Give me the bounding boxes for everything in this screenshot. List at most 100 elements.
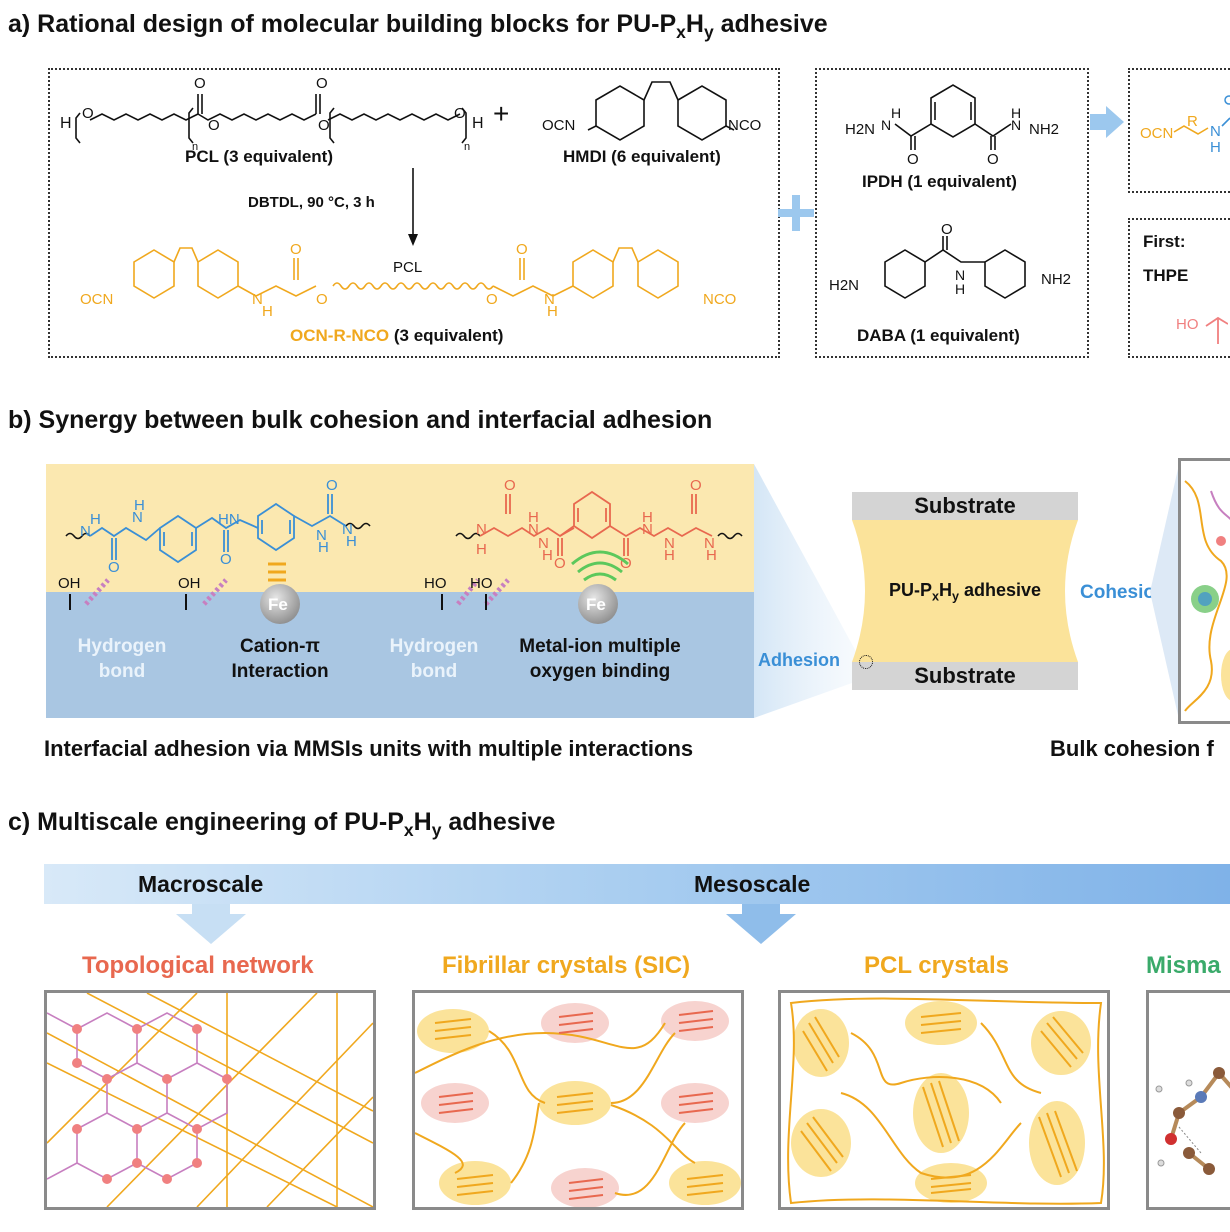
cohesion-zoom-wedge — [1150, 460, 1180, 724]
panel-c-title: c) Multiscale engineering of PU-PxHy adh… — [8, 808, 556, 840]
svg-text:OCN: OCN — [1140, 125, 1173, 142]
svg-text:O: O — [290, 241, 302, 258]
daba-label: DABA (1 equivalent) — [857, 326, 1020, 345]
svg-text:O: O — [316, 291, 328, 308]
svg-text:N: N — [80, 523, 91, 540]
svg-text:H: H — [472, 115, 484, 132]
interaction-structures: H N O N H O HN N H O N H N H O — [58, 477, 743, 624]
topological-network-box — [44, 990, 376, 1210]
svg-text:O: O — [486, 291, 498, 308]
svg-text:OH: OH — [58, 575, 81, 592]
svg-text:N: N — [881, 117, 891, 133]
svg-text:O: O — [516, 241, 528, 258]
svg-text:O: O — [454, 105, 466, 122]
svg-text:H: H — [547, 303, 558, 320]
svg-text:H: H — [528, 509, 539, 526]
panel-b-title: b) Synergy between bulk cohesion and int… — [8, 406, 713, 434]
adhesive-label: PU-PxHy adhesive — [888, 580, 1042, 604]
svg-text:H: H — [262, 303, 273, 320]
svg-text:O: O — [504, 477, 516, 494]
svg-text:Fe: Fe — [268, 595, 288, 614]
reaction-condition: DBTDL, 90 °C, 3 h — [248, 194, 375, 211]
mesoscale-label: Mesoscale — [694, 871, 811, 897]
svg-text:N: N — [955, 267, 965, 283]
pcl-structure — [75, 94, 467, 144]
svg-text:n: n — [464, 141, 470, 153]
svg-text:N: N — [538, 535, 549, 552]
svg-text:H: H — [90, 511, 101, 528]
reaction-scheme: H O O n O O O O n H + OCN NCO OCN O O H … — [60, 75, 761, 320]
svg-text:O: O — [987, 151, 999, 168]
svg-text:NH2: NH2 — [1041, 271, 1071, 288]
svg-text:H2N: H2N — [829, 277, 859, 294]
pcl-crystals-label: PCL crystals — [864, 952, 1009, 979]
svg-text:OH: OH — [178, 575, 201, 592]
product-label: OCN-R-NCO (3 equivalent) — [290, 326, 504, 345]
svg-text:OCN: OCN — [542, 117, 575, 134]
svg-text:HN: HN — [218, 511, 240, 528]
svg-text:+: + — [493, 98, 509, 129]
svg-text:HO: HO — [470, 575, 493, 592]
chain-extender-structures: H N H2N O O H N NH2 H2N O N H NH2 — [829, 84, 1071, 299]
ipdh-label: IPDH (1 equivalent) — [862, 172, 1017, 191]
mismatch-label: Misma — [1146, 952, 1221, 979]
cohesion-detail-box — [1178, 458, 1230, 724]
svg-text:N: N — [1011, 117, 1021, 133]
svg-text:NCO: NCO — [703, 291, 736, 308]
panel-a-title: a) Rational design of molecular building… — [8, 10, 828, 42]
svg-text:N: N — [1210, 123, 1221, 140]
svg-text:H: H — [1210, 139, 1221, 156]
mesoscale-down-arrow-icon — [726, 904, 796, 944]
svg-text:N: N — [642, 521, 653, 538]
svg-text:O: O — [316, 75, 328, 92]
svg-text:N: N — [342, 521, 353, 538]
topological-label: Topological network — [82, 952, 314, 979]
svg-text:H: H — [1011, 105, 1021, 121]
adhesion-label: Adhesion — [758, 650, 841, 670]
svg-text:O: O — [208, 117, 220, 134]
svg-text:H: H — [664, 547, 675, 564]
svg-text:N: N — [132, 509, 143, 526]
svg-text:HO: HO — [424, 575, 447, 592]
hydrogen-bond-label-2: Hydrogen bond — [389, 636, 479, 682]
svg-text:N: N — [544, 291, 555, 308]
svg-text:O: O — [318, 117, 330, 134]
fibrillar-label: Fibrillar crystals (SIC) — [442, 952, 691, 979]
svg-text:N: N — [476, 521, 487, 538]
svg-text:N: N — [704, 535, 715, 552]
svg-text:H: H — [955, 281, 965, 297]
hmdi-label: HMDI (6 equivalent) — [563, 147, 721, 166]
svg-text:H: H — [706, 547, 717, 564]
ho-label: HO — [1176, 316, 1199, 333]
substrate-top: Substrate — [852, 492, 1078, 520]
product-box — [1128, 68, 1230, 193]
svg-text:H: H — [134, 497, 145, 514]
svg-text:O: O — [108, 559, 120, 576]
svg-text:N: N — [252, 291, 263, 308]
svg-text:H2N: H2N — [845, 121, 875, 138]
prepolymer-structure — [133, 247, 679, 299]
svg-text:NH2: NH2 — [1029, 121, 1059, 138]
svg-text:O: O — [326, 477, 338, 494]
adhesion-marker — [859, 655, 873, 669]
fe-ion-2 — [578, 584, 618, 624]
substrate-bottom: Substrate — [852, 662, 1078, 690]
svg-text:H: H — [542, 547, 553, 564]
svg-text:H: H — [476, 541, 487, 558]
thpe-label: THPE — [1143, 266, 1189, 285]
right-arrow-icon — [1090, 106, 1124, 138]
svg-text:PCL: PCL — [393, 259, 422, 276]
svg-text:N: N — [528, 521, 539, 538]
svg-text:N: N — [316, 527, 327, 544]
svg-text:H: H — [642, 509, 653, 526]
svg-text:O: O — [690, 477, 702, 494]
svg-text:H: H — [318, 539, 329, 556]
plus-icon — [778, 195, 814, 231]
fibrillar-crystals-box — [412, 990, 744, 1210]
substrate-layer — [46, 592, 754, 718]
cohesion-label: Cohesion — [1080, 582, 1167, 603]
svg-text:H: H — [346, 533, 357, 550]
adhesion-zoom-wedge — [754, 464, 866, 718]
chain-extender-box — [815, 68, 1089, 358]
svg-text:n: n — [192, 141, 198, 153]
